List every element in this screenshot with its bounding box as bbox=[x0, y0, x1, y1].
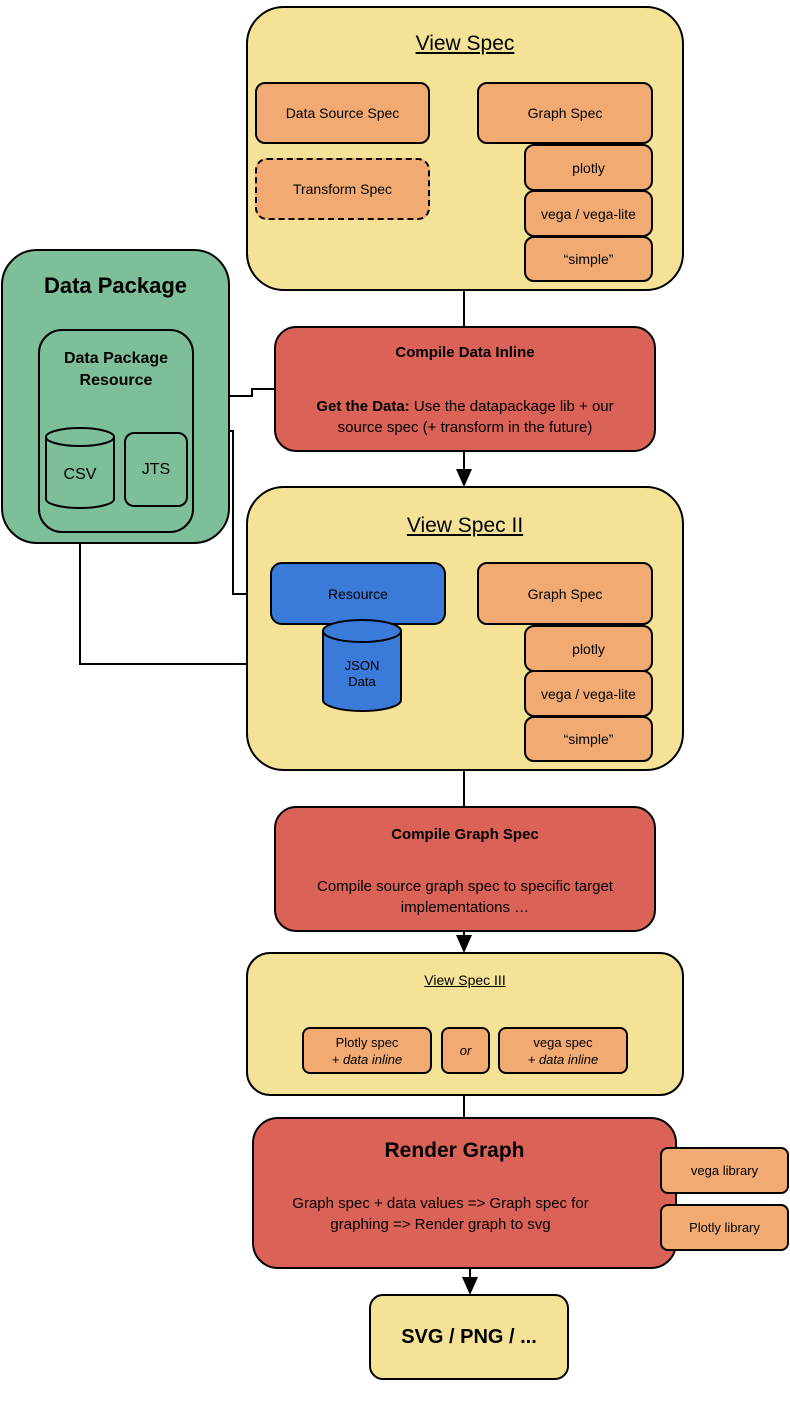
json-data-cylinder bbox=[322, 619, 402, 712]
graph-spec-ii-box: Graph Spec bbox=[477, 562, 653, 625]
view-spec-iii-title: View Spec III bbox=[424, 972, 506, 988]
graph-option-ii-plotly: plotly bbox=[524, 625, 653, 672]
compile-graph-spec-title: Compile Graph Spec bbox=[391, 826, 539, 843]
graph-option-ii-simple: “simple” bbox=[524, 716, 653, 762]
graph-spec-box: Graph Spec bbox=[477, 82, 653, 144]
graph-option-ii-vega: vega / vega-lite bbox=[524, 670, 653, 717]
plotly-spec-box: Plotly spec + data inline bbox=[302, 1027, 432, 1074]
compile-graph-spec-panel: Compile Graph Spec Compile source graph … bbox=[274, 806, 656, 932]
render-graph-desc: Graph spec + data values => Graph spec f… bbox=[292, 1195, 589, 1233]
compile-data-inline-desc: Get the Data: Use the datapackage lib + … bbox=[276, 396, 654, 438]
plotly-library-box: Plotly library bbox=[660, 1204, 789, 1251]
or-box: or bbox=[441, 1027, 490, 1074]
csv-label: CSV bbox=[63, 466, 97, 483]
compile-data-inline-desc-bold: Get the Data: bbox=[316, 398, 410, 415]
compile-graph-spec-desc: Compile source graph spec to specific ta… bbox=[317, 878, 613, 916]
render-graph-title: Render Graph bbox=[384, 1139, 525, 1162]
data-source-spec-box: Data Source Spec bbox=[255, 82, 430, 144]
plotly-spec-line1: Plotly spec bbox=[335, 1034, 399, 1050]
vega-spec-line2: + data inline bbox=[527, 1051, 599, 1067]
compile-data-inline-title: Compile Data Inline bbox=[395, 344, 535, 361]
compile-data-inline-panel: Compile Data Inline Get the Data: Use th… bbox=[274, 326, 656, 452]
plotly-spec-line2: + data inline bbox=[331, 1051, 403, 1067]
view-spec-iii-panel: View Spec III bbox=[246, 952, 684, 1096]
data-package-resource-title: Data Package Resource bbox=[63, 350, 169, 389]
render-graph-panel: Render Graph Graph spec + data values =>… bbox=[252, 1117, 677, 1269]
vega-library-box: vega library bbox=[660, 1147, 789, 1194]
view-spec-title: View Spec bbox=[415, 32, 515, 55]
data-package-title: Data Package bbox=[43, 273, 188, 298]
graph-option-plotly: plotly bbox=[524, 144, 653, 191]
or-label: or bbox=[459, 1043, 472, 1058]
output-format-box: SVG / PNG / ... bbox=[369, 1294, 569, 1380]
csv-cylinder bbox=[45, 427, 115, 509]
json-data-label: JSON Data bbox=[344, 658, 380, 689]
compile-data-inline-desc-rest: Use the datapackage lib + our source spe… bbox=[337, 398, 614, 436]
graph-option-vega: vega / vega-lite bbox=[524, 190, 653, 237]
vega-spec-box: vega spec + data inline bbox=[498, 1027, 628, 1074]
jts-box: JTS bbox=[124, 432, 188, 507]
graph-option-simple: “simple” bbox=[524, 236, 653, 282]
view-spec-ii-title: View Spec II bbox=[406, 514, 524, 537]
resource-box: Resource bbox=[270, 562, 446, 625]
vega-spec-line1: vega spec bbox=[533, 1034, 593, 1050]
transform-spec-box: Transform Spec bbox=[255, 158, 430, 220]
